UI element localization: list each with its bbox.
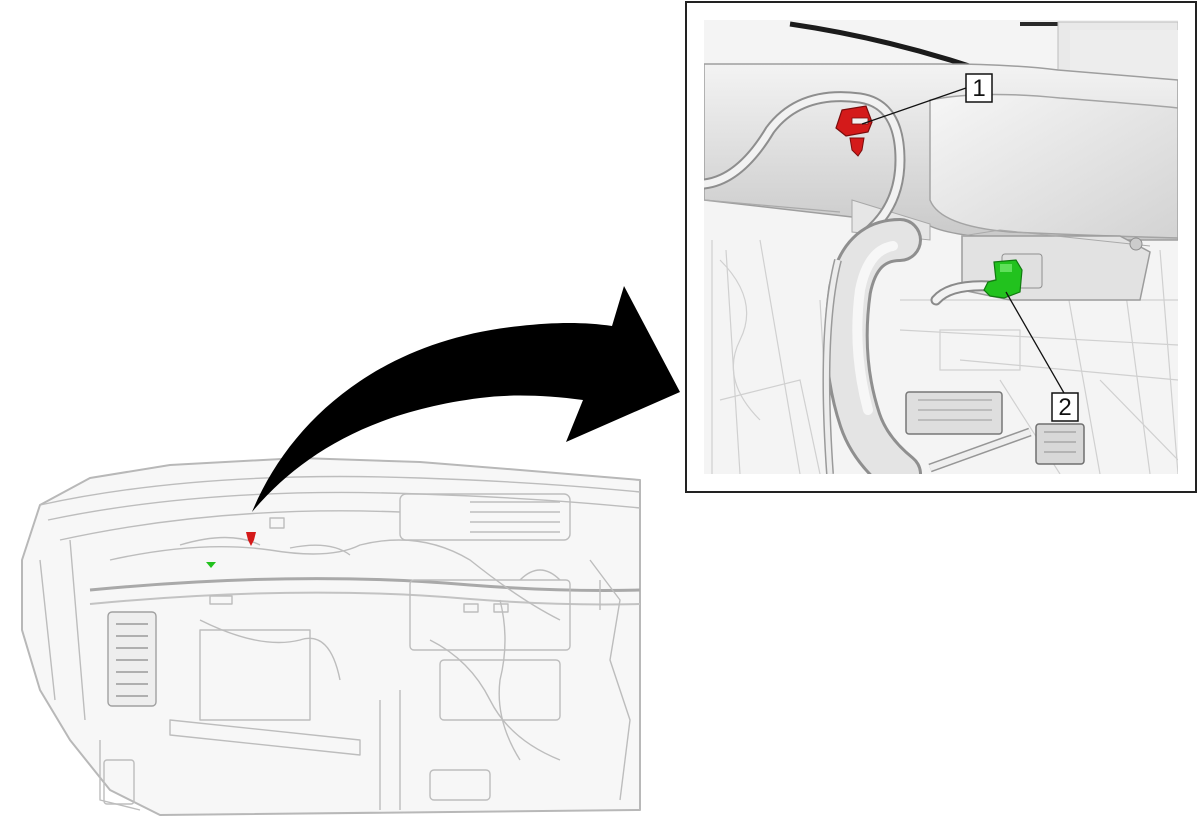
leader-line-2 [1005,291,1065,394]
instrument-panel-overview [21,457,641,816]
connector-highlight-2 [983,259,1023,299]
overview-connector-marker [206,562,216,568]
zoom-arrow [252,286,680,512]
callout-2: 2 [1051,392,1079,422]
callout-1-label: 1 [972,75,985,102]
overview-fastener-marker [246,532,256,546]
detail-inset-view [704,20,1178,474]
callout-2-label: 2 [1058,394,1071,421]
leader-line-1 [861,87,967,125]
callout-1: 1 [965,73,993,103]
fastener-highlight-1 [835,105,873,157]
